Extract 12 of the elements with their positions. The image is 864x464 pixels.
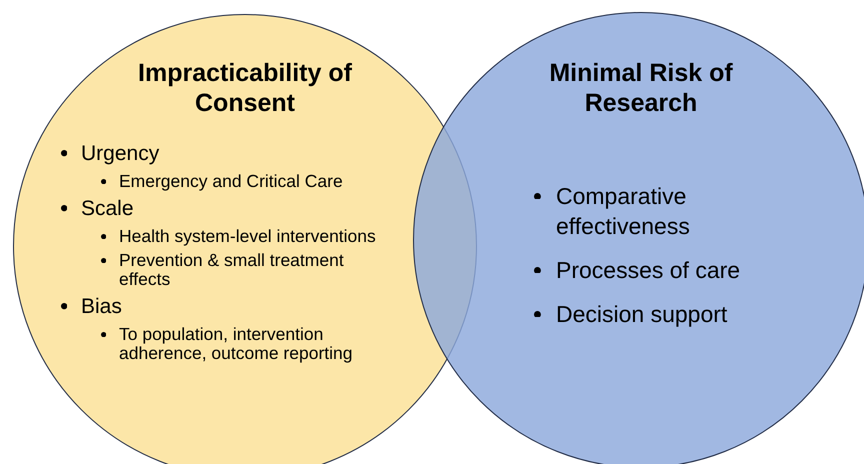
- circle-heading: Impracticability of Consent: [137, 58, 353, 118]
- bullet-item: Comparative effectiveness: [556, 183, 690, 239]
- bullet-item: Bias: [81, 295, 122, 318]
- bullet-item: Decision support: [556, 301, 728, 327]
- bullet-item: Scale: [81, 197, 134, 220]
- circle-heading: Minimal Risk of Research: [548, 58, 734, 118]
- bullet-item: Health system-level interventions: [119, 226, 376, 246]
- bullet-item: Urgency: [81, 142, 160, 165]
- bullet-item: Prevention & small treatment effects: [119, 250, 344, 289]
- bullet-item: Emergency and Critical Care: [119, 171, 343, 191]
- bullet-item: Processes of care: [556, 257, 740, 283]
- bullet-item: To population, intervention adherence, outcome reporting: [119, 324, 352, 363]
